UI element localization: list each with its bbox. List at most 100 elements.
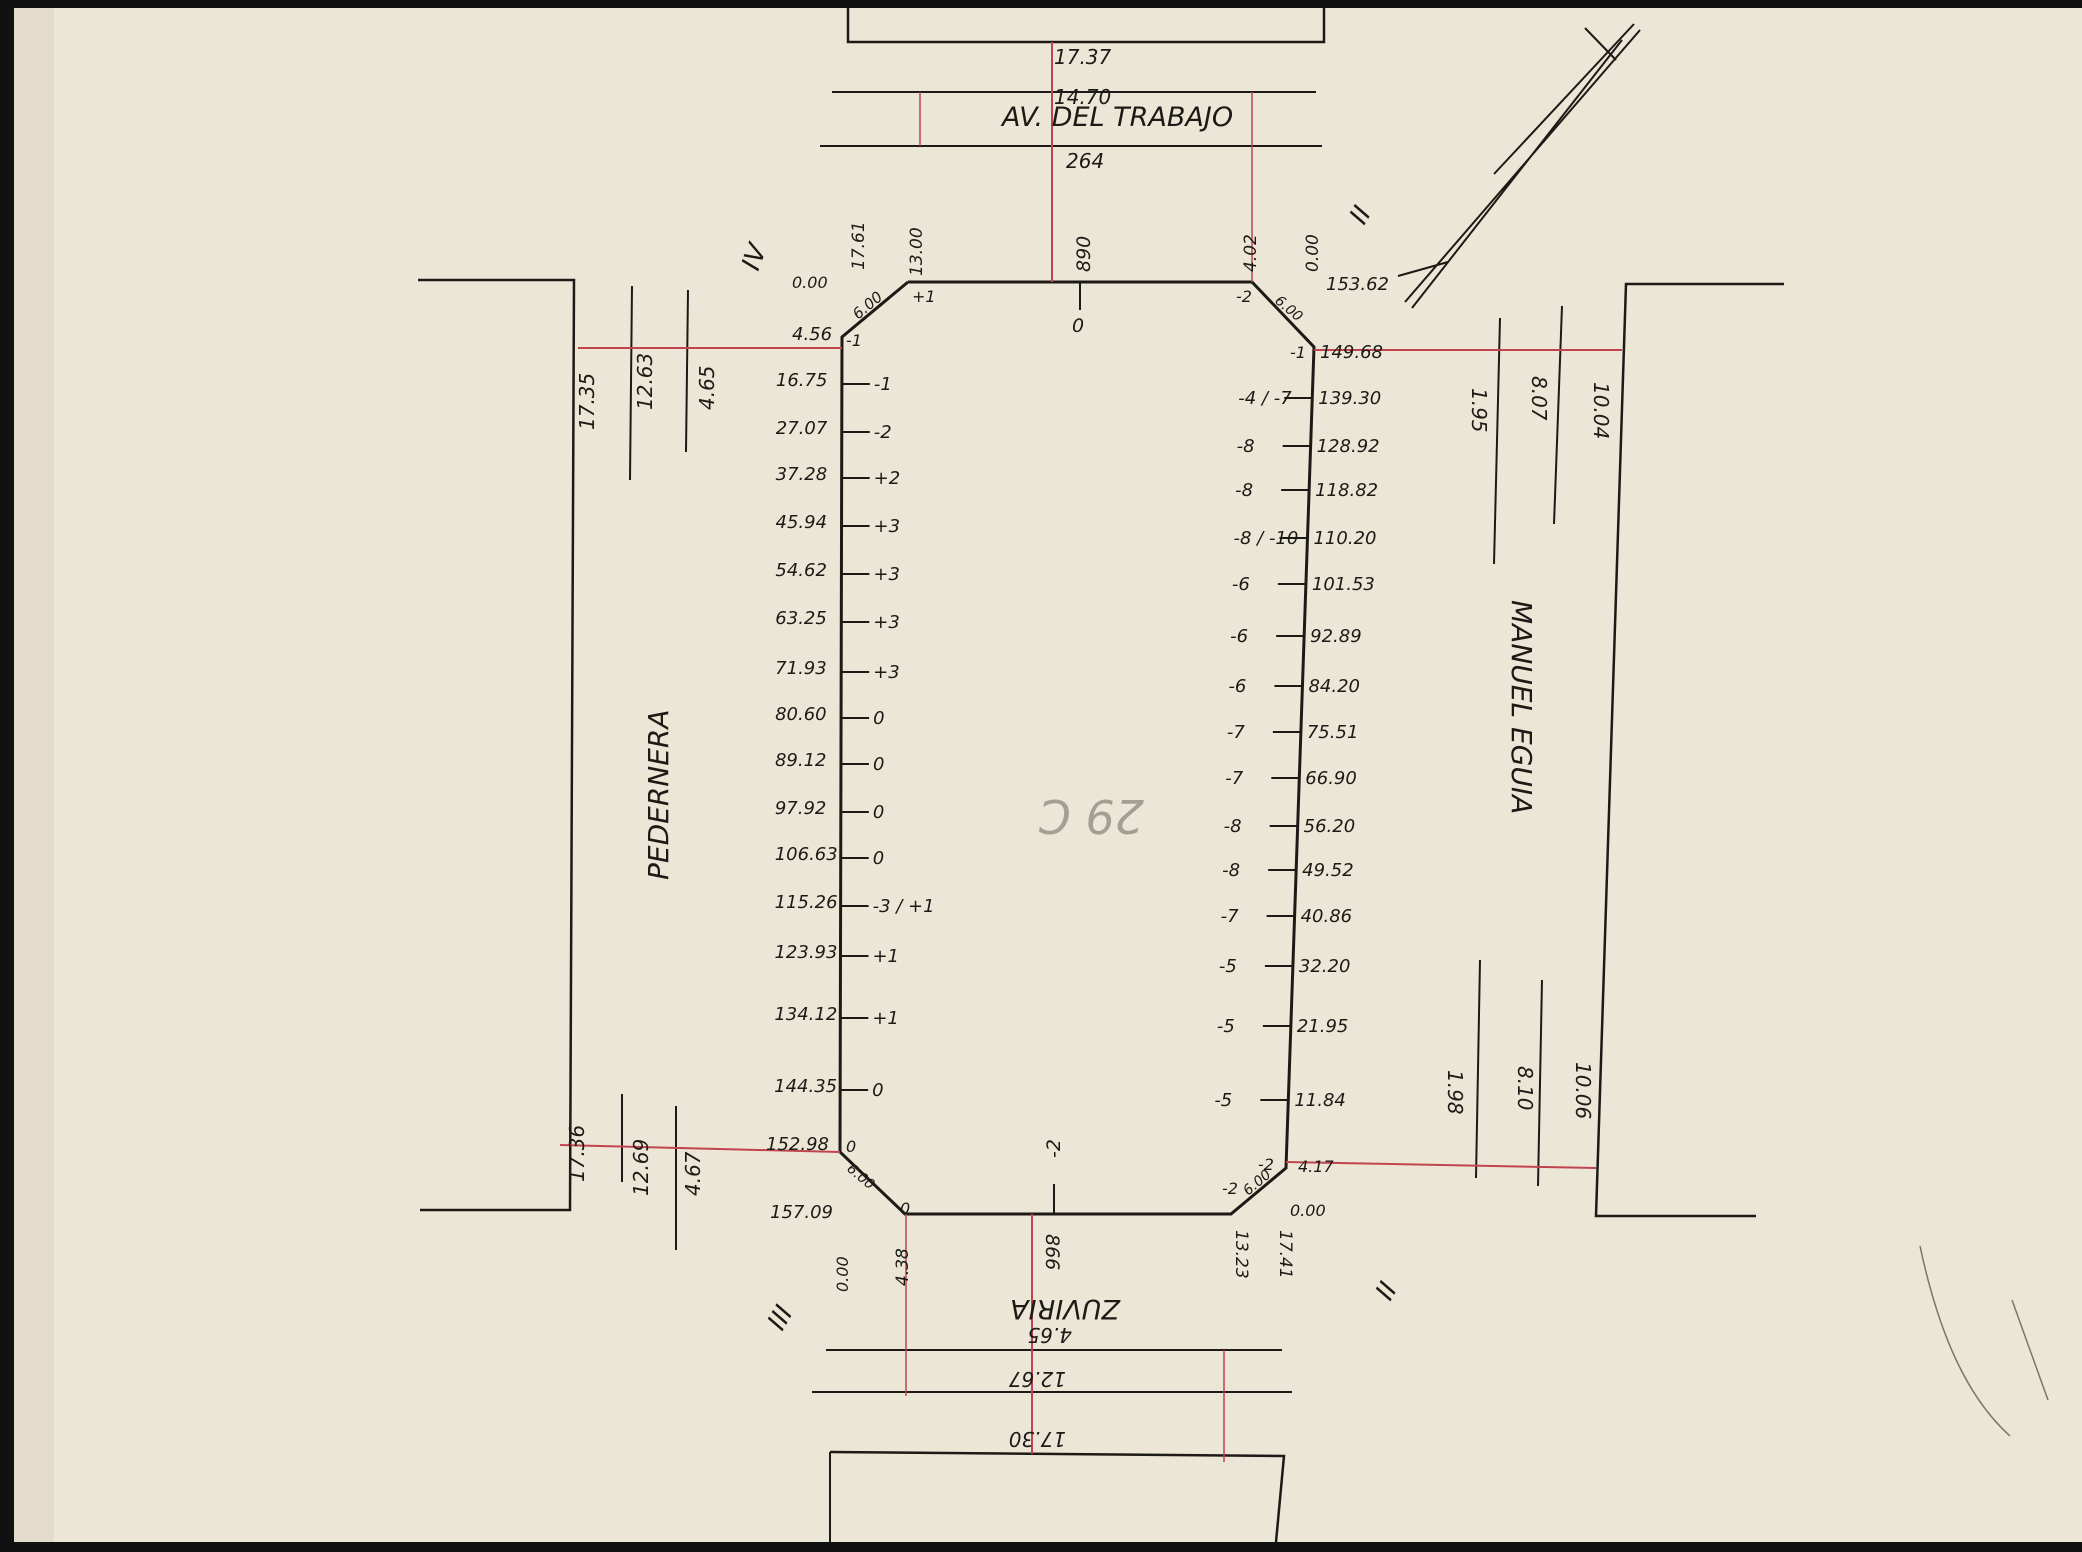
tl-level-1: +1 — [912, 287, 936, 306]
right-street-lines — [1285, 282, 1784, 1218]
left-profile-distance: 89.12 — [775, 750, 827, 771]
br-level-1: -2 — [1258, 1155, 1274, 1174]
left-profile-level: 0 — [873, 754, 884, 775]
left-measure-upper-3: 4.65 — [695, 365, 719, 410]
left-measure-upper-1: 17.35 — [575, 373, 599, 430]
left-measure-upper-2: 12.63 — [633, 353, 657, 410]
right-profile-distance: 139.30 — [1318, 388, 1381, 409]
bl-level-2: 0 — [900, 1199, 910, 1218]
street-name-top: AV. DEL TRABAJO — [1000, 102, 1233, 133]
tr-top-value-1: 4.02 — [1241, 234, 1261, 272]
left-profile-level: 0 — [873, 708, 884, 729]
right-profile-level: -7 — [1225, 768, 1243, 789]
left-profile-distance: 71.93 — [775, 658, 827, 679]
left-profile-distance: 80.60 — [775, 704, 827, 725]
left-profile-distance: 63.25 — [775, 608, 827, 629]
right-measure-upper-2: 8.07 — [1527, 376, 1551, 421]
bl-chamfer: 6.00 — [843, 1161, 877, 1193]
bottom-mid-value: 866 — [1041, 1234, 1063, 1270]
left-profile-level: 0 — [872, 1080, 883, 1101]
br-bottom-value-2: 17.41 — [1275, 1230, 1295, 1279]
left-profile-distance: 97.92 — [775, 798, 827, 819]
left-profile-distance: 134.12 — [774, 1004, 837, 1025]
street-name-bottom: ZUVIRIA — [1010, 1293, 1121, 1324]
right-profile-distance: 66.90 — [1305, 768, 1357, 789]
right-measure-lower-1: 1.98 — [1443, 1070, 1467, 1115]
corner-mark-tl: IV — [736, 238, 774, 274]
left-profile-level: +1 — [872, 1008, 899, 1029]
br-right-value-2: 0.00 — [1290, 1201, 1326, 1220]
corner-mark-br: II — [1370, 1277, 1404, 1305]
bottom-street-measure-3: 17.30 — [1009, 1427, 1066, 1451]
bottom-mid-level: -2 — [1043, 1139, 1065, 1158]
right-profile-level: -8 — [1222, 860, 1240, 881]
right-measure-upper-3: 10.04 — [1589, 382, 1613, 439]
right-profile-level: -7 — [1221, 906, 1239, 927]
left-profile-distance: 45.94 — [776, 512, 828, 533]
left-profile-distance: 144.35 — [774, 1076, 837, 1097]
bl-bottom-value-2: 4.38 — [893, 1248, 913, 1286]
left-profile-ticks: 16.75-127.07-237.28+245.94+354.62+363.25… — [774, 370, 934, 1101]
bl-left-value-1: 152.98 — [766, 1134, 829, 1155]
left-profile-distance: 54.62 — [775, 560, 827, 581]
left-profile-distance: 27.07 — [776, 418, 828, 439]
right-profile-distance: 92.89 — [1310, 626, 1362, 647]
right-profile-distance: 118.82 — [1315, 480, 1378, 501]
left-profile-distance: 115.26 — [775, 892, 838, 913]
center-label: 29 C — [1039, 789, 1144, 843]
right-profile-distance: 21.95 — [1297, 1016, 1349, 1037]
left-profile-level: +2 — [874, 468, 901, 489]
tl-chamfer: 6.00 — [849, 288, 886, 323]
bottom-street-measure-2: 12.67 — [1008, 1367, 1066, 1391]
bl-level-1: 0 — [846, 1137, 856, 1156]
right-profile-distance: 40.86 — [1301, 906, 1353, 927]
corner-mark-tr: II — [1344, 201, 1378, 229]
left-measure-lower-1: 17.36 — [565, 1125, 589, 1182]
right-profile-level: -6 — [1232, 574, 1250, 595]
right-profile-level: -8 — [1235, 480, 1253, 501]
street-name-left: PEDERNERA — [642, 709, 675, 880]
right-profile-distance: 75.51 — [1307, 722, 1359, 743]
left-profile-level: +3 — [873, 564, 900, 585]
right-profile-distance: 101.53 — [1312, 574, 1375, 595]
tl-top-value-1: 17.61 — [849, 221, 869, 270]
bottom-street-measure-1: 4.65 — [1027, 1323, 1072, 1347]
left-profile-distance: 123.93 — [774, 942, 837, 963]
tr-right-value-1: 153.62 — [1326, 274, 1389, 295]
left-profile-distance: 37.28 — [776, 464, 828, 485]
right-profile-level: -7 — [1227, 722, 1245, 743]
tr-top-value-2: 0.00 — [1303, 234, 1323, 272]
tl-top-value-2: 13.00 — [907, 227, 927, 276]
right-profile-level: -5 — [1219, 956, 1237, 977]
left-profile-level: +3 — [873, 662, 900, 683]
left-profile-level: +1 — [872, 946, 899, 967]
bottom-street-lines — [812, 1214, 1292, 1543]
right-profile-level: -8 / -10 — [1233, 528, 1298, 549]
tl-level-2: -1 — [846, 331, 862, 350]
tl-left-value-2: 4.56 — [792, 324, 832, 345]
north-arrow-mark — [1397, 23, 1641, 309]
right-measure-upper-1: 1.95 — [1467, 388, 1491, 433]
street-name-right: MANUEL EGUIA — [1505, 600, 1538, 814]
right-profile-distance: 11.84 — [1294, 1090, 1346, 1111]
chamfer-lines — [839, 281, 1315, 1215]
left-measure-lower-2: 12.69 — [629, 1139, 653, 1196]
right-profile-level: -8 — [1224, 816, 1242, 837]
tr-level-2: -1 — [1290, 343, 1306, 362]
right-profile-distance: 110.20 — [1313, 528, 1376, 549]
br-bottom-value-1: 13.23 — [1231, 1230, 1251, 1279]
right-profile-level: -4 / -7 — [1238, 388, 1292, 409]
left-street-lines — [418, 278, 842, 1250]
left-measure-lower-3: 4.67 — [681, 1151, 705, 1196]
right-measure-lower-3: 10.06 — [1571, 1062, 1595, 1119]
right-profile-distance: 49.52 — [1302, 860, 1354, 881]
right-measure-lower-2: 8.10 — [1513, 1066, 1537, 1111]
right-profile-distance: 32.20 — [1299, 956, 1351, 977]
left-profile-level: 0 — [873, 802, 884, 823]
left-profile-level: +3 — [873, 612, 900, 633]
left-profile-distance: 106.63 — [775, 844, 838, 865]
